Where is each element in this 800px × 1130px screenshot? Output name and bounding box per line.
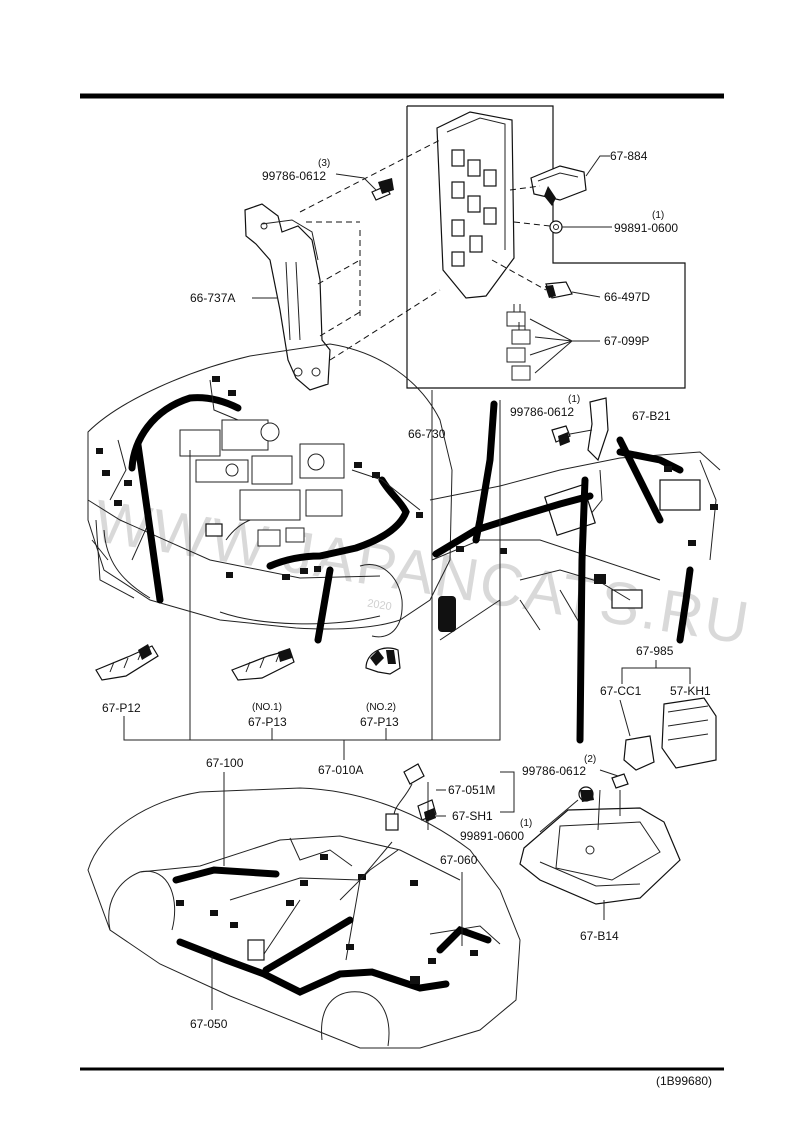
qty-99891-top: (1) [652, 210, 664, 221]
label-99786-0612-mid: 99786-0612 [510, 405, 574, 419]
label-67-060: 67-060 [440, 853, 478, 867]
label-67-P13-a: 67-P13 [248, 715, 287, 729]
label-67-B21: 67-B21 [632, 409, 671, 423]
label-67-SH1: 67-SH1 [452, 809, 493, 823]
label-66-730: 66-730 [408, 427, 446, 441]
qty-99786-mid: (1) [568, 394, 580, 405]
label-67-P12: 67-P12 [102, 701, 141, 715]
label-67-099P: 67-099P [604, 334, 649, 348]
qty-99786-top: (3) [318, 158, 330, 169]
protector-67-P13-no1 [231, 648, 295, 681]
label-67-050: 67-050 [190, 1017, 228, 1031]
label-67-010A: 67-010A [318, 763, 363, 777]
qty-99786-low: (2) [584, 754, 596, 765]
label-99891-0600-top: 99891-0600 [614, 221, 678, 235]
bracket-66-737A [244, 139, 441, 391]
protector-67-P13-no2 [365, 647, 401, 675]
part-labels: (3) 99786-0612 66-737A 67-884 (1) 99891-… [102, 149, 712, 1088]
label-99786-0612-low: 99786-0612 [522, 764, 586, 778]
qty-99891-low: (1) [520, 818, 532, 829]
dash-area [429, 397, 721, 641]
rear-car-body [87, 772, 521, 1049]
label-no2: (NO.2) [366, 702, 396, 713]
label-67-P13-b: 67-P13 [360, 715, 399, 729]
label-67-B14: 67-B14 [580, 929, 619, 943]
label-no1: (NO.1) [252, 702, 282, 713]
watermark-small: 2020 [366, 598, 392, 614]
module-67-985 [619, 660, 717, 771]
label-67-CC1: 67-CC1 [600, 684, 642, 698]
harness-leaders [134, 400, 694, 744]
label-99891-0600-low: 99891-0600 [460, 829, 524, 843]
label-67-051M: 67-051M [448, 783, 495, 797]
label-66-497D: 66-497D [604, 290, 650, 304]
diagram-code: (1B99680) [656, 1074, 712, 1088]
protector-67-P12 [95, 644, 159, 681]
label-67-100: 67-100 [206, 756, 244, 770]
label-99786-0612-top: 99786-0612 [262, 169, 326, 183]
cover-67-B14 [519, 769, 681, 920]
label-67-884: 67-884 [610, 149, 648, 163]
label-66-737A: 66-737A [190, 291, 235, 305]
label-57-KH1: 57-KH1 [670, 684, 711, 698]
label-67-985: 67-985 [636, 644, 674, 658]
sensor-67-051M [385, 763, 515, 831]
junction-box-inset [406, 105, 686, 389]
group-bracket [123, 390, 501, 760]
